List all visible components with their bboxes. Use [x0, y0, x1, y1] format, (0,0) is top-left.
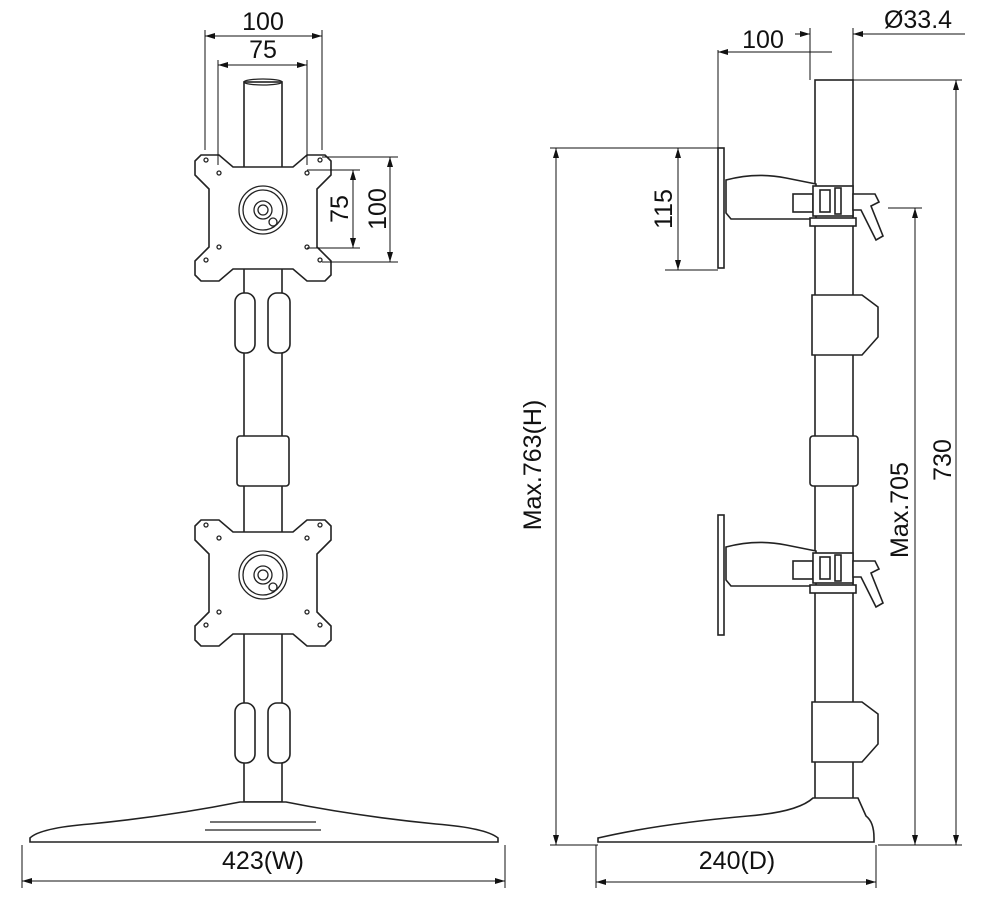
vesa-plate-upper	[194, 154, 332, 282]
dim-max-height: Max.763(H)	[519, 400, 547, 531]
dim-vesa-inner-height: 75	[326, 195, 354, 223]
dim-max-mount-height: Max.705	[886, 462, 914, 558]
collar	[809, 435, 859, 487]
arm-lower	[717, 514, 884, 636]
front-view: 100 75 75 100 423(W)	[21, 8, 506, 888]
vesa-plate-lower	[194, 519, 332, 647]
dim-vesa-outer-height: 100	[364, 188, 392, 230]
dim-vesa-inner-width: 75	[249, 36, 277, 64]
knob-lower	[811, 701, 879, 763]
dim-arm-offset: 100	[742, 26, 784, 54]
side-view: 100 Ø33.4 115 Max.763(H) Max.705 730 240…	[519, 6, 965, 888]
collar	[236, 435, 290, 487]
knob-upper	[811, 294, 879, 356]
dim-depth: 240(D)	[699, 847, 775, 875]
dim-pole-diameter: Ø33.4	[884, 6, 952, 34]
dim-plate-height: 115	[650, 189, 678, 229]
dim-width: 423(W)	[222, 847, 304, 875]
dim-vesa-outer-width: 100	[242, 8, 284, 36]
base	[597, 797, 875, 843]
arm-upper	[717, 147, 884, 269]
dim-pole-height: 730	[929, 439, 957, 481]
